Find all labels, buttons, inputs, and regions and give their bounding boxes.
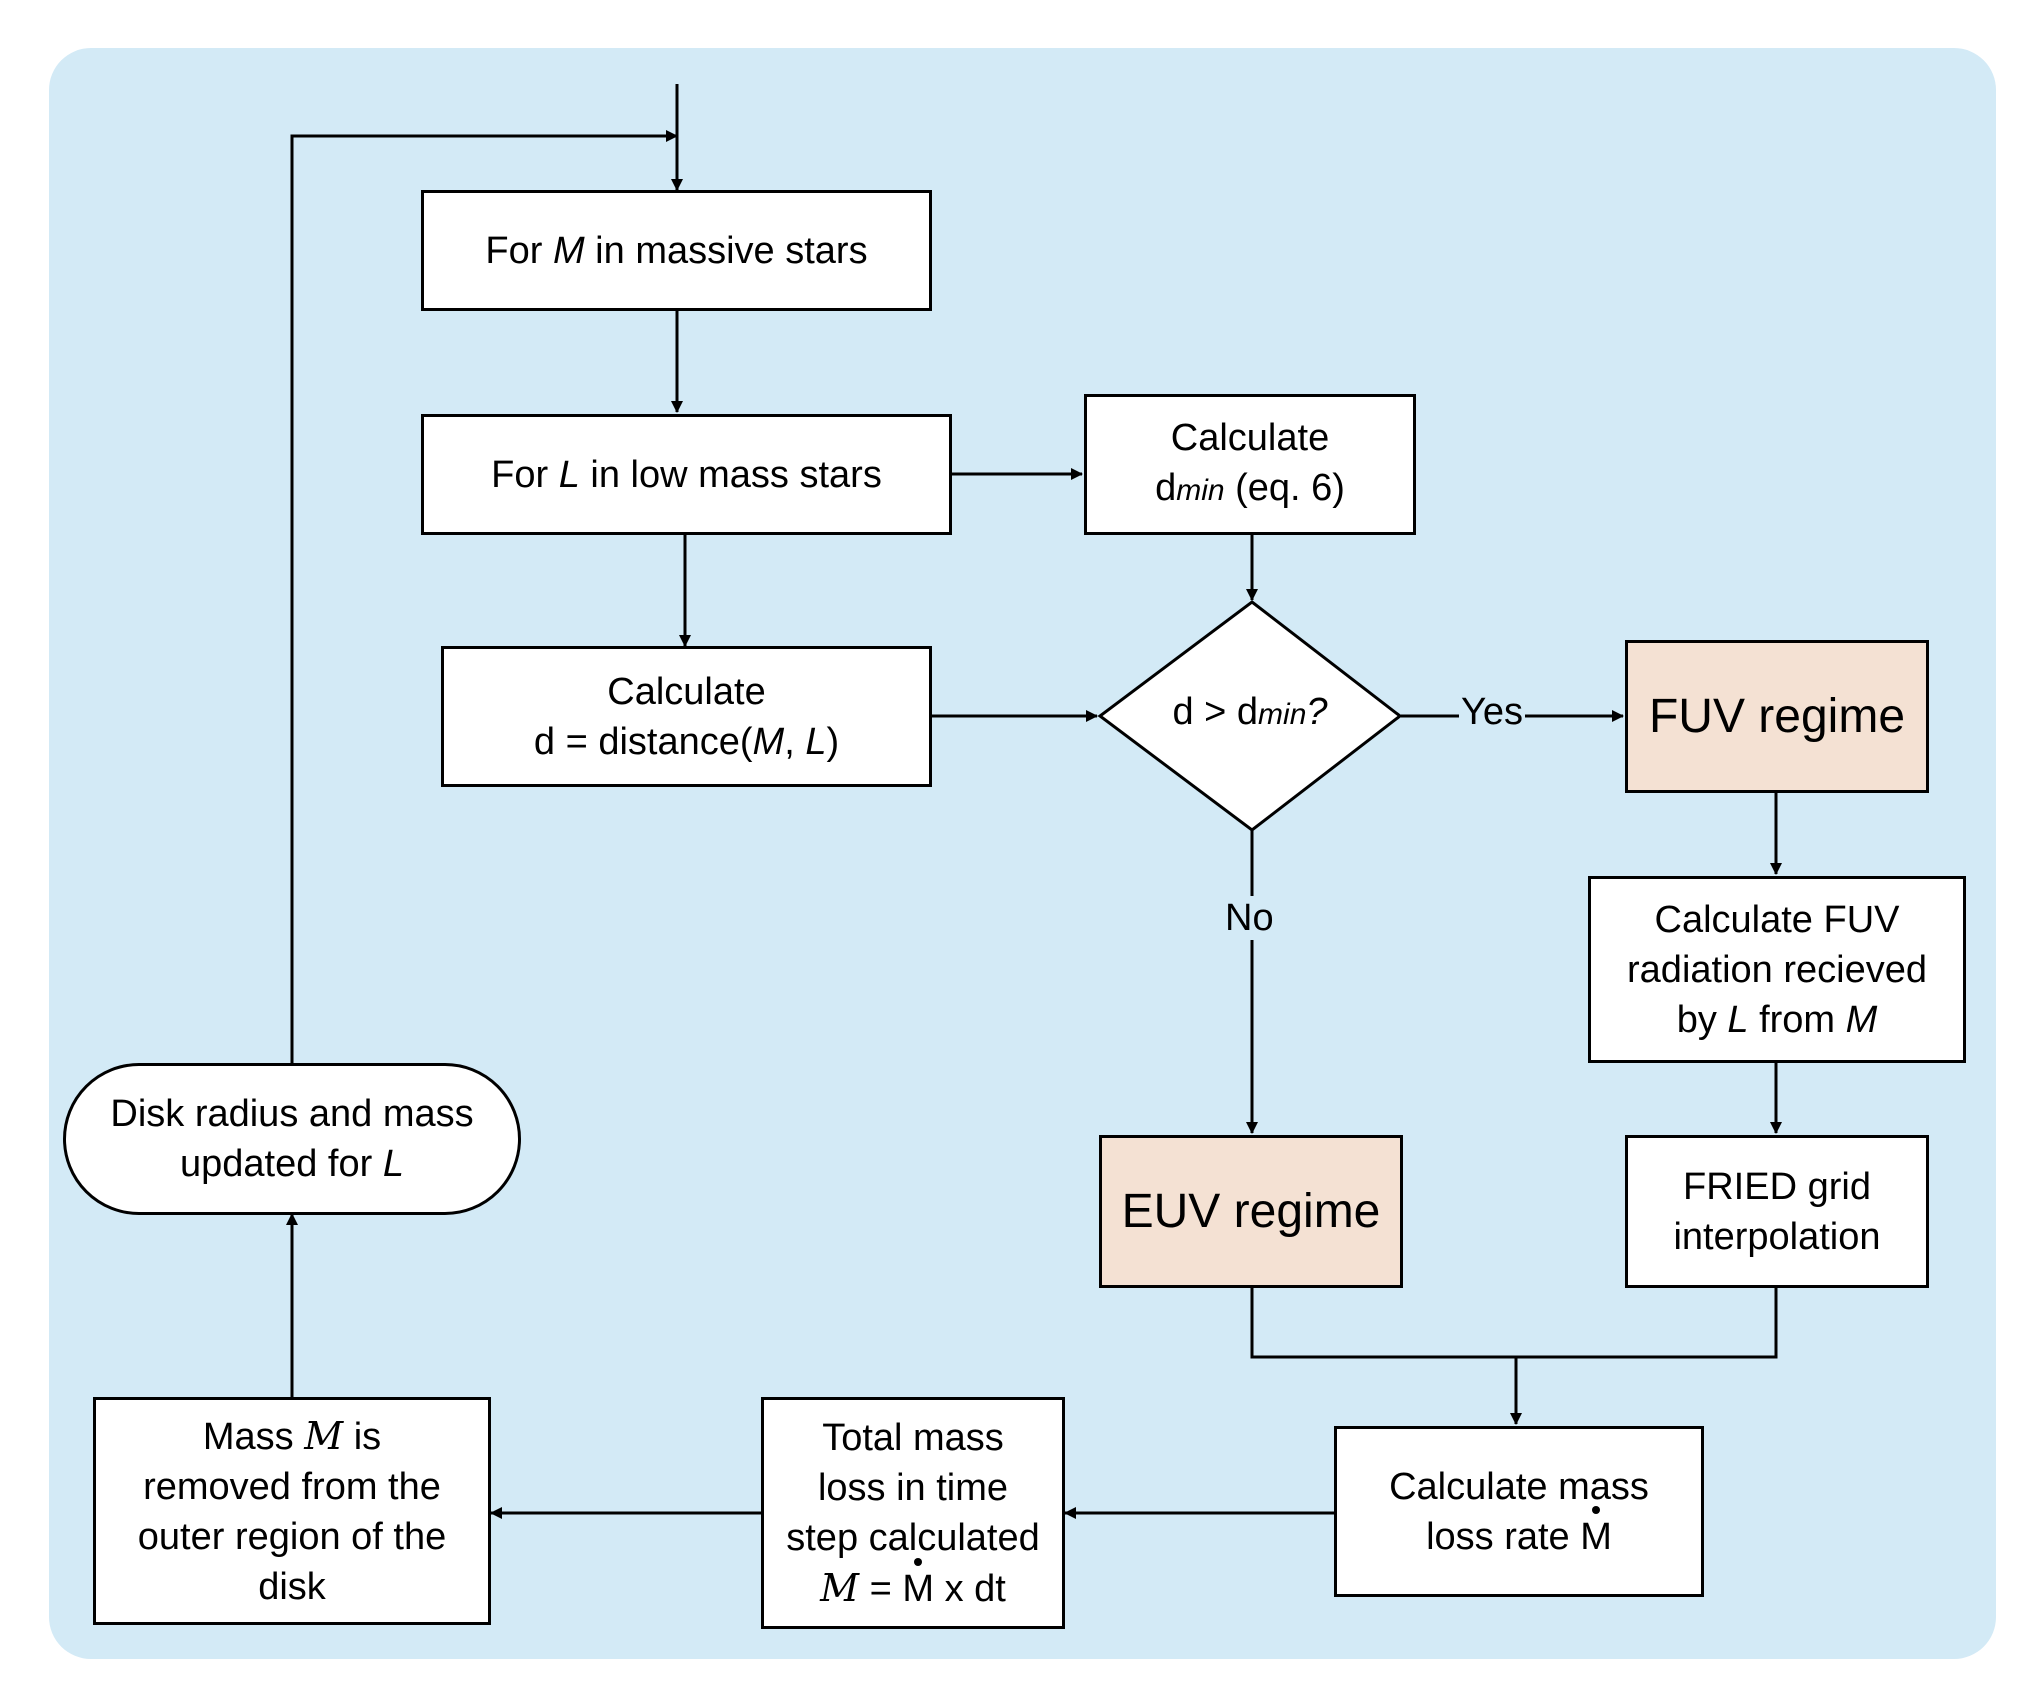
edge-label-no: No: [1223, 896, 1276, 940]
node-total-mass-loss: Total mass loss in time step calculated …: [761, 1397, 1065, 1629]
node-calculate-distance: Calculate d = distance(M, L): [441, 646, 932, 787]
mdot-symbol: M: [902, 1557, 934, 1614]
node-calculate-mass-loss-rate: Calculate mass loss rate M: [1334, 1426, 1704, 1597]
edge-label-yes: Yes: [1459, 690, 1525, 734]
node-euv-regime: EUV regime: [1099, 1135, 1403, 1288]
merge-euv-fried: [1250, 1287, 1778, 1359]
mdot-symbol: M: [1580, 1505, 1612, 1562]
node-disk-update: Disk radius and mass updated for L: [63, 1063, 521, 1215]
decision-diamond: [1097, 600, 1403, 832]
node-fuv-regime: FUV regime: [1625, 640, 1929, 793]
node-fried-grid-interpolation: FRIED grid interpolation: [1625, 1135, 1929, 1288]
node-mass-removed: Mass M is removed from the outer region …: [93, 1397, 491, 1625]
decision-label: d > dmin?: [1172, 691, 1328, 733]
diagram-background: [49, 48, 1996, 1659]
node-calculate-fuv-radiation: Calculate FUV radiation recieved by L fr…: [1588, 876, 1966, 1063]
arrow-loop-back: [290, 130, 678, 1063]
node-for-massive-stars: For M in massive stars: [421, 190, 932, 311]
node-for-low-mass-stars: For L in low mass stars: [421, 414, 952, 535]
node-calculate-dmin: Calculate dmin (eq. 6): [1084, 394, 1416, 535]
